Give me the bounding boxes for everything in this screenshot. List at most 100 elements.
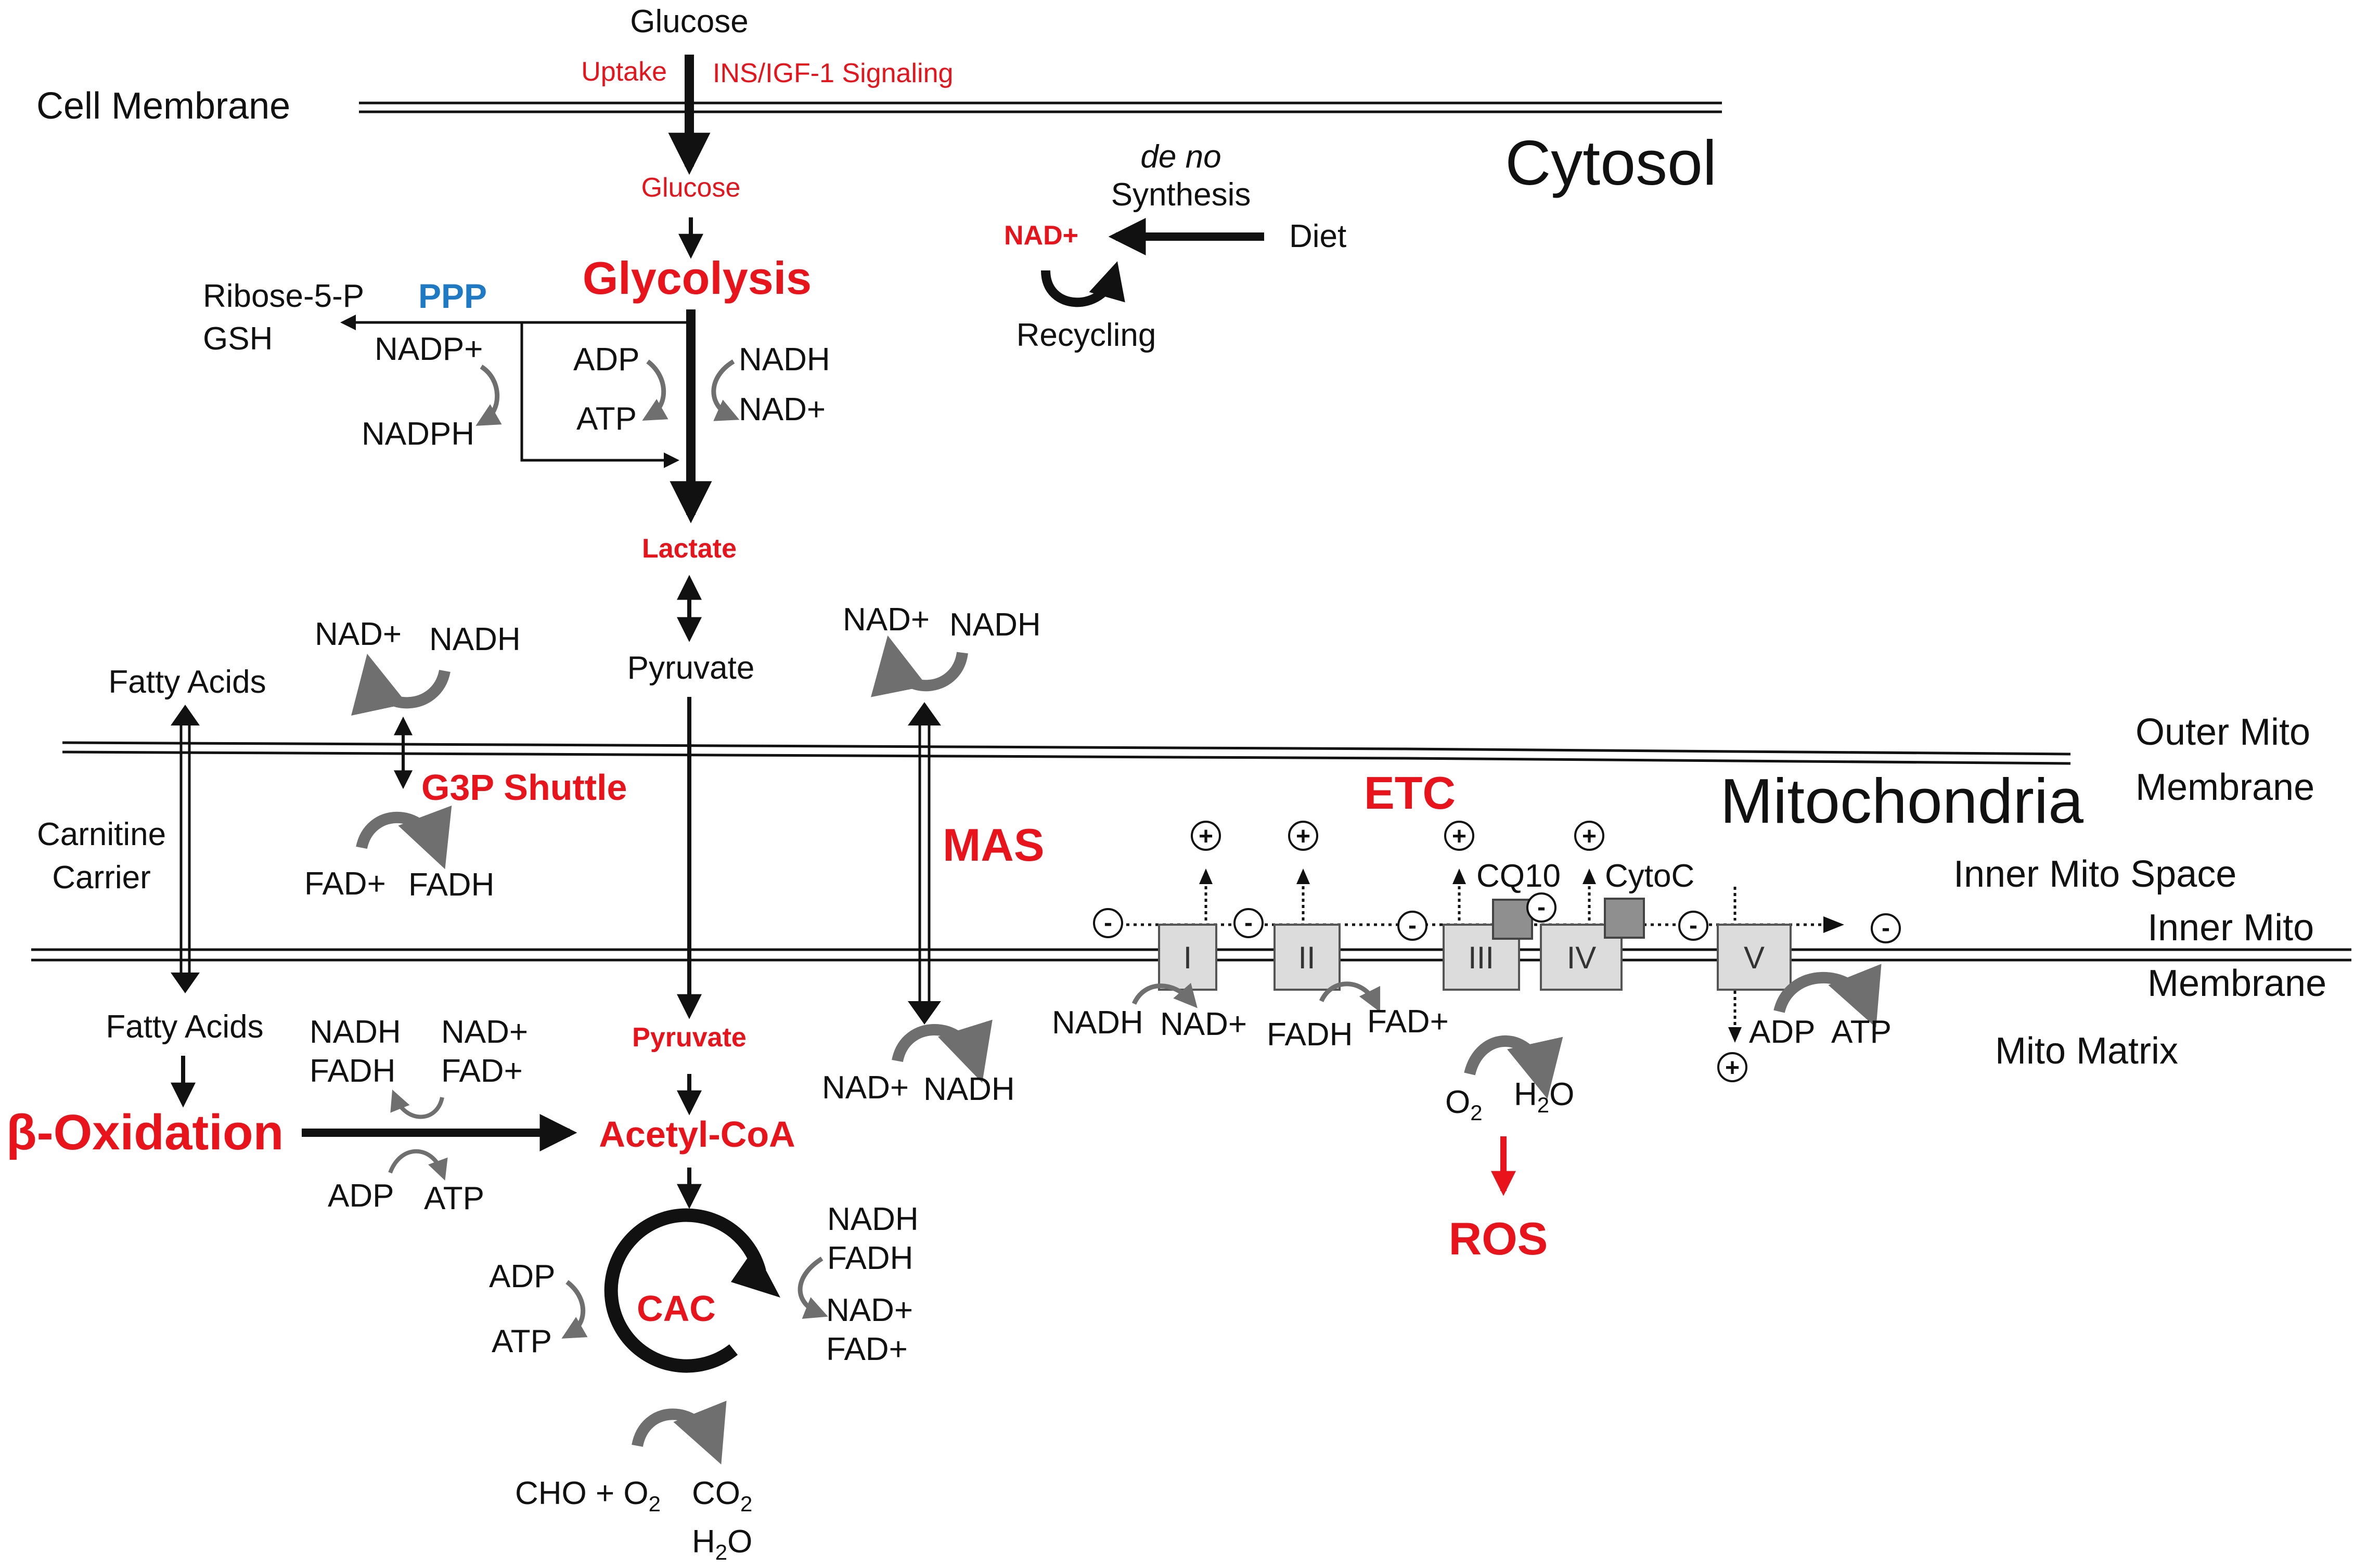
beta-ox-atp-cycle-arrow xyxy=(388,1149,448,1181)
cho-o2-subscript: 2 xyxy=(649,1492,661,1516)
svg-text:-: - xyxy=(1537,893,1546,921)
mas-matrix-cycle-arrow xyxy=(892,1019,993,1083)
g3p-nadh-cycle-arrow xyxy=(351,653,451,716)
cac-label: CAC xyxy=(637,1288,716,1329)
mas-arrow-head-bottom xyxy=(908,1001,941,1025)
ppp-label: PPP xyxy=(418,277,487,315)
beta-ox-atp-label: ATP xyxy=(424,1181,484,1216)
pyruvate-cytosol-label: Pyruvate xyxy=(627,650,755,686)
cytosol-label: Cytosol xyxy=(1505,127,1717,198)
etc-h2o-label: H2O xyxy=(1514,1077,1574,1117)
cac-h2o-o: O xyxy=(727,1524,752,1560)
cac-cycle-arrow xyxy=(604,1208,766,1373)
nadp-plus-label: NADP+ xyxy=(375,331,483,367)
mas-transport-arrow xyxy=(918,715,931,1012)
cac-fad-plus-label: FAD+ xyxy=(826,1331,908,1367)
proton-plus-1: + xyxy=(1191,821,1221,851)
svg-text:+: + xyxy=(1725,1054,1740,1082)
diet-label: Diet xyxy=(1289,218,1346,254)
g3p-nadh-label: NADH xyxy=(429,621,521,657)
g3p-fad-plus-label: FAD+ xyxy=(304,866,386,902)
nadph-label: NADPH xyxy=(362,416,474,452)
beta-oxidation-label: β-Oxidation xyxy=(6,1105,284,1160)
electron-minus-5: - xyxy=(1678,911,1708,941)
beta-ox-nad-plus-label: NAD+ xyxy=(441,1014,528,1050)
cytoc-carrier xyxy=(1604,898,1645,939)
outer-mito-membrane-line xyxy=(62,741,2071,765)
cytoc-label: CytoC xyxy=(1605,858,1694,894)
mas-matrix-nad-plus-label: NAD+ xyxy=(822,1070,909,1106)
glycolysis-nad-plus-label: NAD+ xyxy=(739,392,826,427)
cho-o2-text: CHO + O xyxy=(515,1475,649,1511)
o2-subscript: 2 xyxy=(1470,1100,1482,1125)
g3p-fadh-label: FADH xyxy=(408,867,494,903)
ins-igf-signaling-label: INS/IGF-1 Signaling xyxy=(713,58,953,88)
complex-i: I xyxy=(1158,924,1217,991)
electron-minus-2: - xyxy=(1233,908,1264,938)
proton-pump-arrows xyxy=(1204,878,1736,1032)
glycolysis-atp-cycle-arrow xyxy=(642,359,668,421)
cell-membrane-line xyxy=(359,101,1722,113)
svg-text:-: - xyxy=(1689,912,1697,939)
cho-o2-label: CHO + O2 xyxy=(515,1475,661,1516)
electron-minus-3: - xyxy=(1397,911,1427,941)
svg-text:-: - xyxy=(1408,912,1417,939)
cac-cycle-arrow-head xyxy=(731,1248,780,1298)
fatty-acids-top-label: Fatty Acids xyxy=(108,664,266,700)
svg-text:+: + xyxy=(1199,823,1213,850)
glycolysis-label: Glycolysis xyxy=(583,252,812,304)
recycling-label: Recycling xyxy=(1017,317,1156,353)
etc-label: ETC xyxy=(1364,767,1456,819)
proton-plus-5: + xyxy=(1717,1052,1747,1082)
etc-nadh-label: NADH xyxy=(1052,1005,1143,1041)
o2-text: O xyxy=(1445,1084,1470,1120)
cac-nadh-label: NADH xyxy=(827,1201,919,1237)
outer-mito-label: Outer Mito xyxy=(2136,711,2310,753)
cac-fadh-label: FADH xyxy=(827,1240,913,1276)
synthesis-label: Synthesis xyxy=(1111,177,1251,213)
beta-ox-adp-label: ADP xyxy=(328,1178,394,1214)
uptake-label: Uptake xyxy=(581,57,667,87)
glucose-inner-label: Glucose xyxy=(641,173,741,203)
complex-ii: II xyxy=(1273,924,1341,991)
beta-ox-nadh-cycle-arrow xyxy=(390,1090,444,1119)
complex-i-label: I xyxy=(1184,940,1192,975)
co2-subscript: 2 xyxy=(740,1492,752,1516)
complex-v-label: V xyxy=(1744,940,1765,975)
mas-nad-plus-label: NAD+ xyxy=(843,602,930,638)
fatty-acids-bottom-label: Fatty Acids xyxy=(106,1009,263,1045)
etc-fadh-label: FADH xyxy=(1267,1017,1353,1053)
carnitine-label: Carnitine xyxy=(37,817,166,852)
proton-pump-arrow-heads xyxy=(1199,869,1742,1043)
svg-text:+: + xyxy=(1582,823,1597,850)
electron-minus-6: - xyxy=(1871,913,1901,943)
complex-iii-label: III xyxy=(1468,940,1494,975)
ribose-label: Ribose-5-P xyxy=(203,278,364,314)
g3p-nad-plus-label: NAD+ xyxy=(315,616,402,652)
etc-h2o-subscript: 2 xyxy=(1537,1093,1549,1117)
mas-label: MAS xyxy=(943,819,1045,871)
proton-plus-2: + xyxy=(1288,821,1318,851)
electron-minus-4: - xyxy=(1526,892,1556,923)
ros-label: ROS xyxy=(1449,1213,1548,1264)
glycolysis-atp-label: ATP xyxy=(576,401,637,437)
complex-ii-fadh-cycle-arrow xyxy=(1319,981,1381,1013)
recycling-cycle-arrow xyxy=(1041,261,1125,307)
cac-nad-plus-label: NAD+ xyxy=(826,1292,913,1328)
etc-h2o-o: O xyxy=(1549,1077,1574,1112)
glycolysis-adp-label: ADP xyxy=(573,342,639,378)
beta-ox-fadh-label: FADH xyxy=(310,1053,395,1089)
g3p-shuttle-label: G3P Shuttle xyxy=(421,767,627,808)
gsh-label: GSH xyxy=(203,321,273,357)
cac-atp-label: ATP xyxy=(492,1324,552,1359)
cac-co2-cycle-arrow xyxy=(632,1401,727,1465)
cac-h2o-h: H xyxy=(692,1524,715,1560)
mas-nadh-label: NADH xyxy=(949,607,1041,643)
etc-adp-label: ADP xyxy=(1749,1014,1815,1050)
complex-iv-oxygen-cycle-arrow xyxy=(1464,1035,1563,1099)
complex-ii-label: II xyxy=(1298,940,1315,975)
cac-h2o-subscript: 2 xyxy=(715,1540,727,1564)
mas-matrix-nadh-label: NADH xyxy=(923,1071,1015,1107)
svg-text:-: - xyxy=(1104,909,1112,937)
